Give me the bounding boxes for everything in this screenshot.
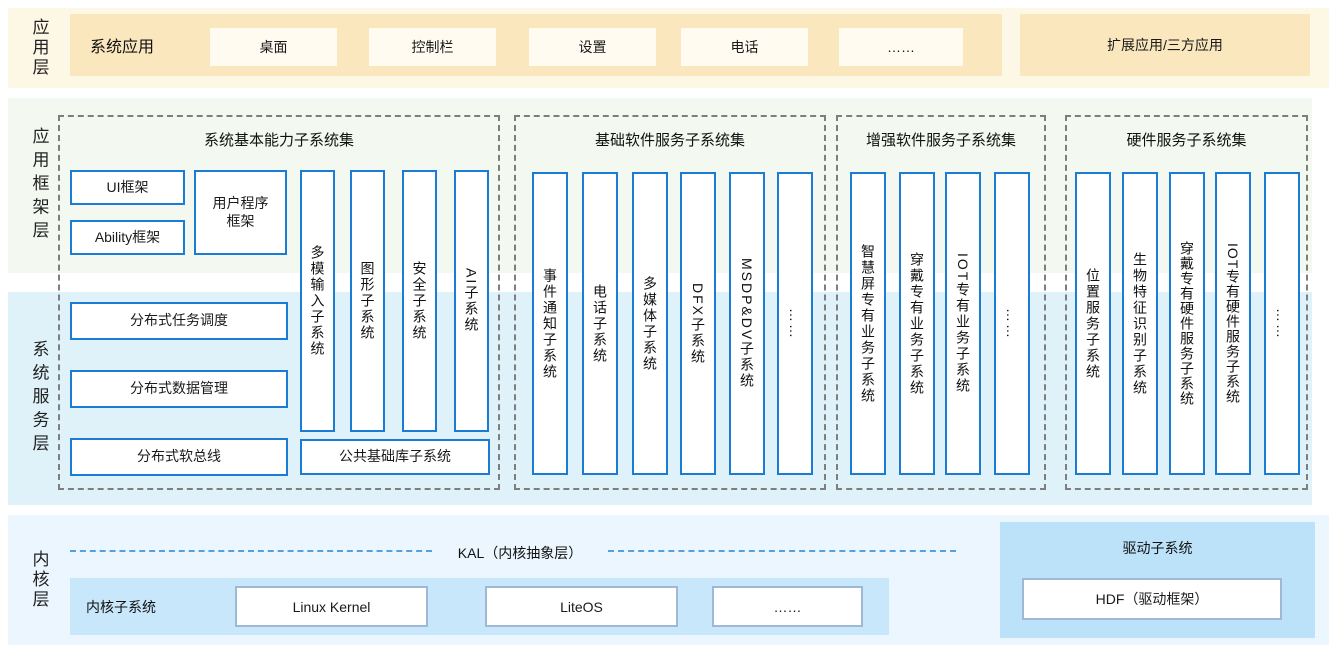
subsystem-bar-multimodal-input: 多模输入子系统 <box>300 170 335 432</box>
kal-label: KAL（内核抽象层） <box>457 545 583 561</box>
set-title-enhanced-software: 增强软件服务子系统集 <box>865 132 1016 149</box>
driver-subsystem-block: 驱动子系统 HDF（驱动框架） <box>1000 522 1315 638</box>
kernel-box-more: …… <box>712 586 863 627</box>
subsystem-bar-location: 位置服务子系统 <box>1075 172 1111 475</box>
app-item-phone: 电话 <box>681 28 808 66</box>
app-item-control-bar: 控制栏 <box>369 28 496 66</box>
distributed-data-box: 分布式数据管理 <box>70 370 288 408</box>
subsystem-bar-dfx: DFX子系统 <box>680 172 716 475</box>
app-item-desktop: 桌面 <box>210 28 337 66</box>
subsystem-bar-event-notify: 事件通知子系统 <box>532 172 568 475</box>
kal-dashed-line-right <box>608 550 956 552</box>
system-apps-strip: 系统应用 桌面 控制栏 设置 电话 …… <box>70 14 1002 76</box>
subsystem-bar-wearable-service: 穿戴专有业务子系统 <box>899 172 935 475</box>
kal-dashed-line-left <box>70 550 432 552</box>
subsystem-bar-more: …… <box>1264 172 1300 475</box>
distributed-bus-box: 分布式软总线 <box>70 438 288 476</box>
ui-framework-box: UI框架 <box>70 170 185 205</box>
subsystem-bar-graphics: 图形子系统 <box>350 170 385 432</box>
set-title-basic-software: 基础软件服务子系统集 <box>594 132 745 149</box>
app-item-more: …… <box>839 28 963 66</box>
user-program-framework-box: 用户程序框架 <box>194 170 287 255</box>
hdf-box: HDF（驱动框架） <box>1022 578 1282 620</box>
extended-apps-block: 扩展应用/三方应用 <box>1020 14 1310 76</box>
subsystem-bar-more: …… <box>994 172 1030 475</box>
subsystem-set-enhanced-software: 增强软件服务子系统集 智慧屏专有业务子系统 穿戴专有业务子系统 IOT专有业务子… <box>836 115 1046 490</box>
subsystem-set-hardware: 硬件服务子系统集 位置服务子系统 生物特征识别子系统 穿戴专有硬件服务子系统 I… <box>1065 115 1308 490</box>
subsystem-bar-wearable-hardware: 穿戴专有硬件服务子系统 <box>1169 172 1205 475</box>
subsystem-bar-multimedia: 多媒体子系统 <box>632 172 668 475</box>
app-layer-label: 应用层 <box>29 17 49 79</box>
kernel-subsystem-label: 内核子系统 <box>86 598 156 615</box>
subsystem-bar-iot-service: IOT专有业务子系统 <box>945 172 981 475</box>
subsystem-bar-smart-screen: 智慧屏专有业务子系统 <box>850 172 886 475</box>
subsystem-bar-msdp-dv: MSDP&DV子系统 <box>729 172 765 475</box>
common-library-box: 公共基础库子系统 <box>300 439 490 475</box>
distributed-task-box: 分布式任务调度 <box>70 302 288 340</box>
kernel-box-linux: Linux Kernel <box>235 586 428 627</box>
subsystem-bar-ai: AI子系统 <box>454 170 489 432</box>
ability-framework-box: Ability框架 <box>70 220 185 255</box>
driver-subsystem-label: 驱动子系统 <box>1122 540 1193 556</box>
subsystem-bar-iot-hardware: IOT专有硬件服务子系统 <box>1215 172 1251 475</box>
subsystem-bar-telephony: 电话子系统 <box>582 172 618 475</box>
subsystem-bar-more: …… <box>777 172 813 475</box>
subsystem-bar-security: 安全子系统 <box>402 170 437 432</box>
subsystem-set-basic: 系统基本能力子系统集 UI框架 Ability框架 用户程序框架 分布式任务调度… <box>58 115 500 490</box>
kernel-layer-label: 内核层 <box>29 549 49 611</box>
system-apps-label: 系统应用 <box>90 39 155 56</box>
kernel-subsystem-strip: 内核子系统 Linux Kernel LiteOS …… <box>70 578 889 635</box>
framework-layer-label: 应用框架层 <box>29 126 49 245</box>
set-title-hardware: 硬件服务子系统集 <box>1126 132 1247 149</box>
kernel-box-liteos: LiteOS <box>485 586 678 627</box>
set-title-basic: 系统基本能力子系统集 <box>203 132 354 149</box>
subsystem-set-basic-software: 基础软件服务子系统集 事件通知子系统 电话子系统 多媒体子系统 DFX子系统 M… <box>514 115 826 490</box>
service-layer-label: 系统服务层 <box>29 339 49 458</box>
app-item-settings: 设置 <box>529 28 656 66</box>
subsystem-bar-biometrics: 生物特征识别子系统 <box>1122 172 1158 475</box>
